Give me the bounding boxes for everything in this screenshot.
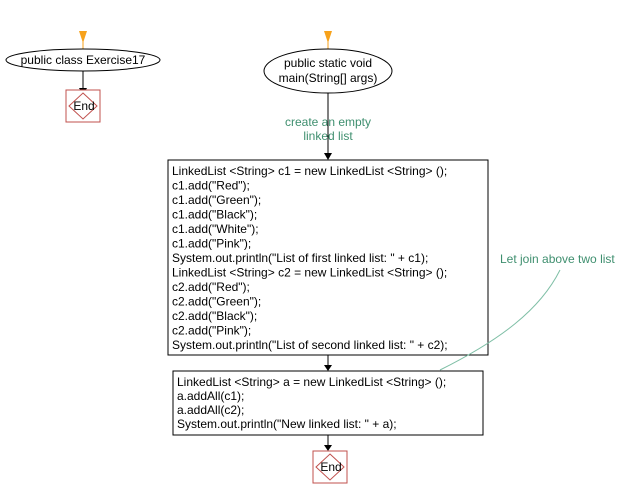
side-comment: Let join above two list bbox=[500, 252, 615, 266]
class-start-label: public class Exercise17 bbox=[21, 53, 146, 67]
side-comment-connector bbox=[439, 269, 561, 371]
main-end-node[interactable]: End bbox=[312, 450, 348, 484]
code-line: LinkedList <String> c2 = new LinkedList … bbox=[172, 266, 447, 280]
code-line: System.out.println("List of first linked… bbox=[172, 251, 428, 265]
code-line: c2.add("Black"); bbox=[172, 309, 257, 323]
main-connector-2-arrowhead bbox=[324, 365, 332, 371]
code-line: c1.add("Red"); bbox=[172, 179, 250, 193]
code-line: c1.add("Black"); bbox=[172, 208, 257, 222]
class-end-node[interactable]: End bbox=[65, 89, 101, 123]
class-end-label: End bbox=[73, 99, 94, 113]
process-block-1-text: LinkedList <String> c1 = new LinkedList … bbox=[172, 164, 448, 352]
process-block-1[interactable] bbox=[167, 159, 489, 356]
code-line: c2.add("Pink"); bbox=[172, 324, 251, 338]
process-block-2[interactable] bbox=[172, 370, 484, 436]
code-line: LinkedList <String> a = new LinkedList <… bbox=[177, 375, 446, 389]
main-connector-1-arrowhead bbox=[324, 153, 332, 160]
code-line: c2.add("Green"); bbox=[172, 295, 261, 309]
code-line: System.out.println("New linked list: " +… bbox=[177, 417, 397, 431]
main-end-label: End bbox=[320, 460, 341, 474]
main-start-label-line2: main(String[] args) bbox=[279, 71, 378, 85]
code-line: c1.add("Pink"); bbox=[172, 237, 251, 251]
code-line: c1.add("Green"); bbox=[172, 193, 261, 207]
class-flow: public class Exercise17 End bbox=[5, 31, 161, 123]
code-line: System.out.println("List of second linke… bbox=[172, 338, 448, 352]
process-block-2-text: LinkedList <String> a = new LinkedList <… bbox=[177, 375, 446, 431]
main-connector-3-arrowhead bbox=[324, 445, 332, 451]
code-line: c1.add("White"); bbox=[172, 222, 259, 236]
main-start-label-line1: public static void bbox=[284, 56, 372, 70]
main-flow: public static void main(String[] args) c… bbox=[167, 31, 615, 484]
code-line: a.addAll(c1); bbox=[177, 389, 244, 403]
code-line: a.addAll(c2); bbox=[177, 403, 244, 417]
code-line: c2.add("Red"); bbox=[172, 280, 250, 294]
code-line: LinkedList <String> c1 = new LinkedList … bbox=[172, 164, 447, 178]
